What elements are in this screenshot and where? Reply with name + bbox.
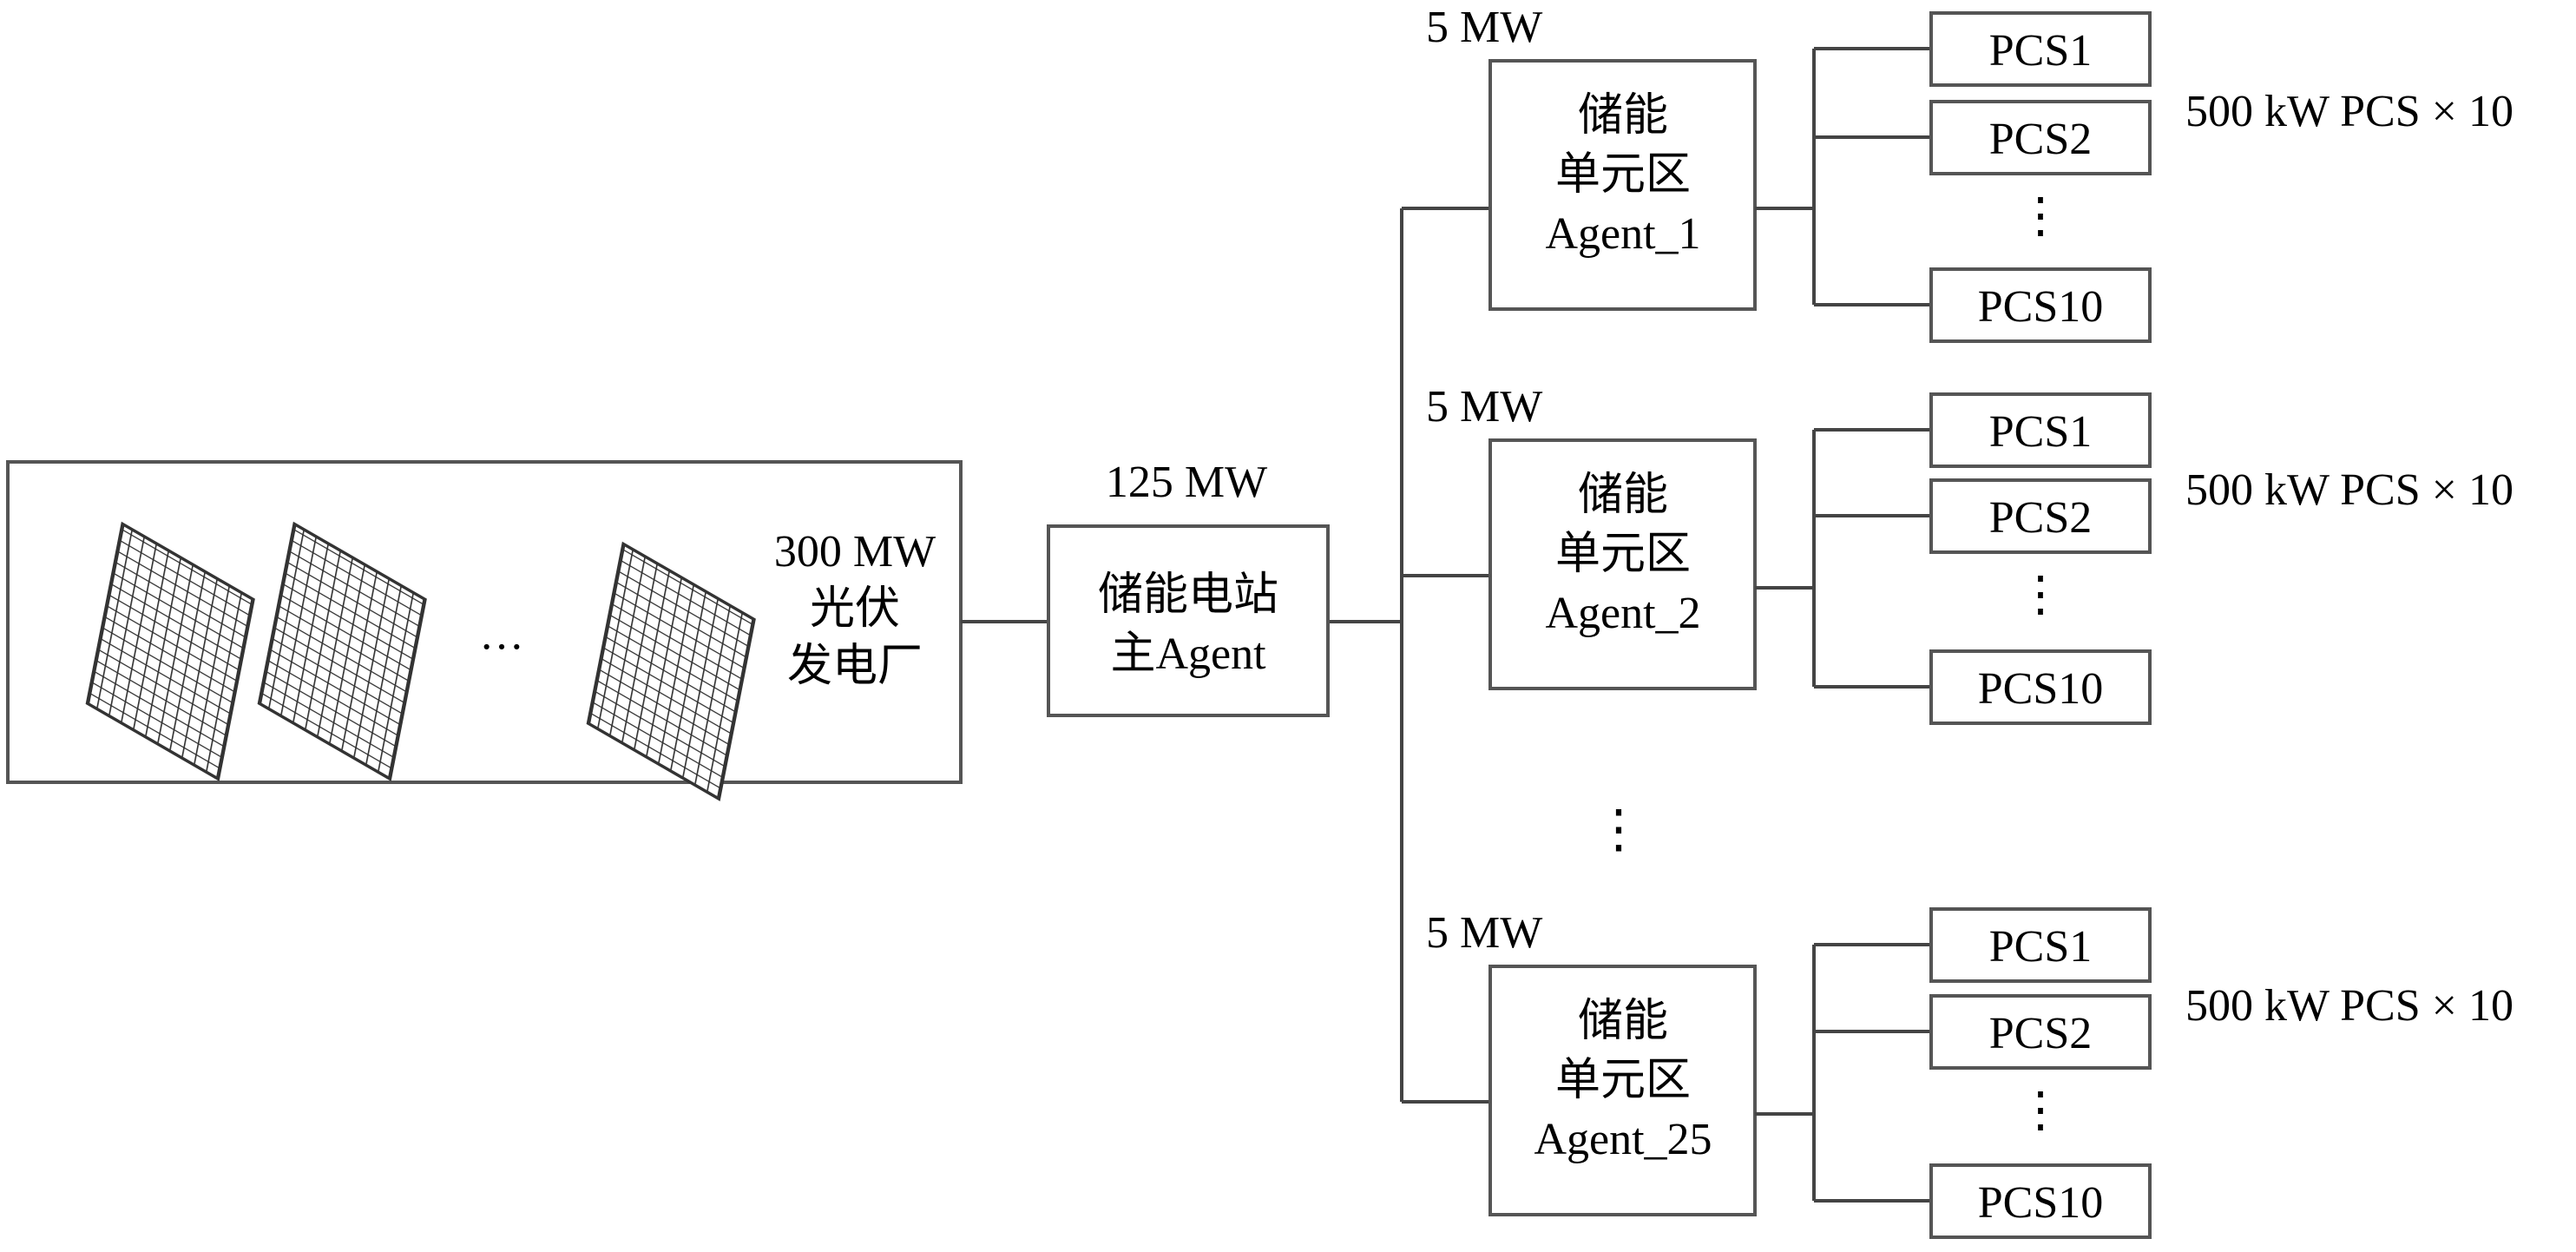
pcs-note: 500 kW PCS × 10 bbox=[2185, 465, 2514, 515]
main-agent-capacity: 125 MW bbox=[1106, 458, 1267, 507]
unit-capacity-label: 5 MW bbox=[1426, 3, 1542, 52]
pcs-label: PCS10 bbox=[1978, 664, 2104, 714]
pcs-label: PCS1 bbox=[1989, 922, 2093, 972]
unit-agent-line2: 单元区 bbox=[1555, 150, 1691, 200]
pcs-note: 500 kW PCS × 10 bbox=[2185, 981, 2514, 1031]
unit-agent-line2: 单元区 bbox=[1555, 530, 1691, 579]
pv-name-line1: 光伏 bbox=[810, 584, 900, 634]
pv-capacity-label: 300 MW bbox=[774, 527, 936, 577]
unit-agent-box bbox=[1488, 965, 1757, 1216]
pcs-box bbox=[1929, 100, 2152, 175]
pcs-label: PCS1 bbox=[1989, 26, 2093, 76]
pcs-box bbox=[1929, 994, 2152, 1070]
pcs-box bbox=[1929, 649, 2152, 725]
solar-panel-icon bbox=[257, 521, 427, 781]
unit-agent-box bbox=[1488, 59, 1757, 311]
pcs-label: PCS2 bbox=[1989, 115, 2093, 164]
unit-agent-line1: 储能 bbox=[1578, 91, 1668, 141]
solar-panel-icon bbox=[586, 541, 756, 801]
pv-name-line2: 发电厂 bbox=[787, 642, 923, 691]
unit-agent-line3: Agent_2 bbox=[1545, 589, 1700, 638]
unit-agent-line3: Agent_25 bbox=[1534, 1115, 1712, 1164]
pcs-label: PCS1 bbox=[1989, 407, 2093, 457]
pcs-label: PCS10 bbox=[1978, 282, 2104, 332]
unit-capacity-label: 5 MW bbox=[1426, 908, 1542, 958]
pcs-box bbox=[1929, 11, 2152, 87]
main-agent-box bbox=[1047, 524, 1330, 717]
main-agent: 125 MW 储能电站 主Agent bbox=[1047, 458, 1330, 717]
unit-agent-line1: 储能 bbox=[1578, 997, 1668, 1046]
unit-capacity-label: 5 MW bbox=[1426, 382, 1542, 432]
main-agent-line2: 主Agent bbox=[1110, 629, 1266, 679]
pcs-vertical-ellipsis: ⋮ bbox=[2016, 568, 2065, 622]
pcs-label: PCS2 bbox=[1989, 1009, 2093, 1058]
pcs-box bbox=[1929, 1163, 2152, 1239]
pcs-note: 500 kW PCS × 10 bbox=[2185, 87, 2514, 136]
pcs-box bbox=[1929, 907, 2152, 983]
pcs-vertical-ellipsis: ⋮ bbox=[2016, 1084, 2065, 1137]
pcs-vertical-ellipsis: ⋮ bbox=[2016, 189, 2065, 243]
pv-ellipsis: ··· bbox=[479, 623, 524, 672]
pcs-box bbox=[1929, 478, 2152, 554]
pcs-label: PCS2 bbox=[1989, 493, 2093, 543]
unit-agent-box bbox=[1488, 438, 1757, 690]
pcs-box bbox=[1929, 267, 2152, 343]
unit-agent-line1: 储能 bbox=[1578, 471, 1668, 520]
unit-agent-line3: Agent_1 bbox=[1545, 209, 1700, 259]
unit-agent-line2: 单元区 bbox=[1555, 1056, 1691, 1105]
solar-panel-icon bbox=[85, 521, 255, 781]
connectors bbox=[961, 207, 1490, 1104]
pv-plant: ··· 300 MW 光伏 发电厂 bbox=[6, 460, 963, 801]
pcs-box bbox=[1929, 392, 2152, 468]
units-vertical-ellipsis: ⋮ bbox=[1593, 801, 1645, 858]
main-agent-line1: 储能电站 bbox=[1098, 570, 1278, 620]
pcs-label: PCS10 bbox=[1978, 1178, 2104, 1228]
